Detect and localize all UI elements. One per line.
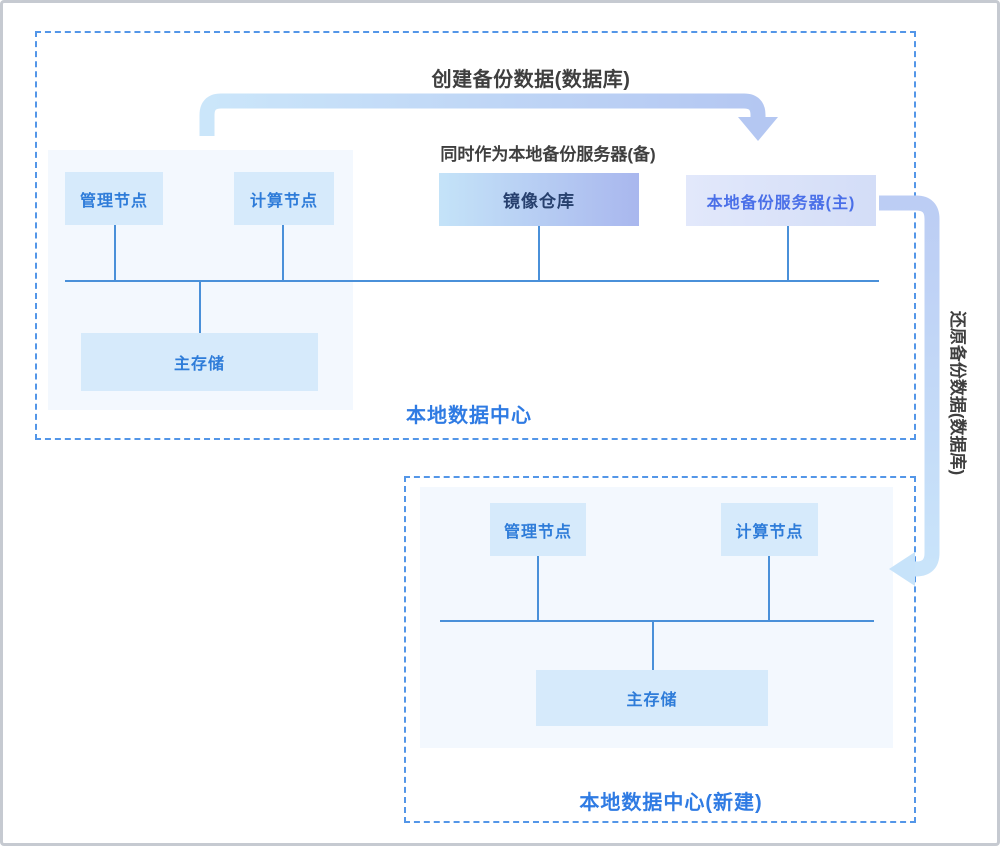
create-backup-label: 创建备份数据(数据库) [431, 69, 631, 91]
restore-backup-label: 还原备份数据(数据库) [948, 310, 967, 476]
standby-note-label: 同时作为本地备份服务器(备) [440, 145, 656, 164]
node-compute-bottom: 计算节点 [721, 503, 818, 556]
node-primary-storage-bottom: 主存储 [536, 670, 768, 726]
datacenter-top-label: 本地数据中心 [406, 405, 532, 427]
datacenter-bottom-label: 本地数据中心(新建) [579, 792, 763, 814]
datacenter-bottom-boundary [404, 476, 916, 823]
node-management-top: 管理节点 [65, 172, 163, 225]
node-management-bottom: 管理节点 [490, 503, 586, 556]
node-backup-server-primary: 本地备份服务器(主) [686, 175, 876, 226]
node-mirror-repository: 镜像仓库 [439, 173, 639, 226]
node-compute-top: 计算节点 [234, 172, 334, 225]
node-primary-storage-top: 主存储 [81, 333, 318, 391]
